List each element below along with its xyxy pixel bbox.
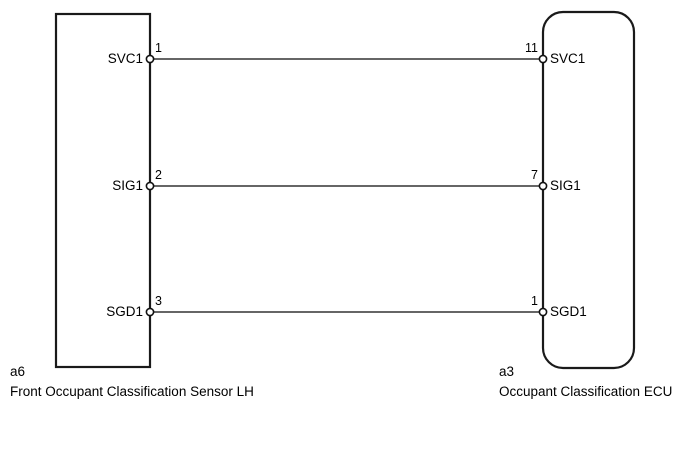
right-pin-number-sgd1: 1 <box>531 294 538 308</box>
right-terminal-dot-sgd1 <box>538 307 548 317</box>
left-connector-code: a6 <box>10 364 25 379</box>
right-pin-number-sig1: 7 <box>531 168 538 182</box>
right-terminal-label-svc1: SVC1 <box>550 51 585 66</box>
right-terminal-label-sgd1: SGD1 <box>550 304 587 319</box>
left-terminal-label-sgd1: SGD1 <box>106 304 143 319</box>
right-terminal-dot-svc1 <box>538 54 548 64</box>
left-connector-box <box>54 12 152 369</box>
left-terminal-dot-sig1 <box>145 181 155 191</box>
left-pin-number-svc1: 1 <box>155 41 162 55</box>
right-connector-name: Occupant Classification ECU <box>499 384 672 399</box>
left-terminal-label-svc1: SVC1 <box>108 51 143 66</box>
left-pin-number-sgd1: 3 <box>155 294 162 308</box>
left-terminal-dot-sgd1 <box>145 307 155 317</box>
left-pin-number-sig1: 2 <box>155 168 162 182</box>
right-terminal-label-sig1: SIG1 <box>550 178 581 193</box>
left-connector-name: Front Occupant Classification Sensor LH <box>10 384 254 399</box>
left-terminal-dot-svc1 <box>145 54 155 64</box>
right-pin-number-svc1: 11 <box>525 41 538 55</box>
left-terminal-label-sig1: SIG1 <box>112 178 143 193</box>
right-terminal-dot-sig1 <box>538 181 548 191</box>
right-connector-code: a3 <box>499 364 514 379</box>
